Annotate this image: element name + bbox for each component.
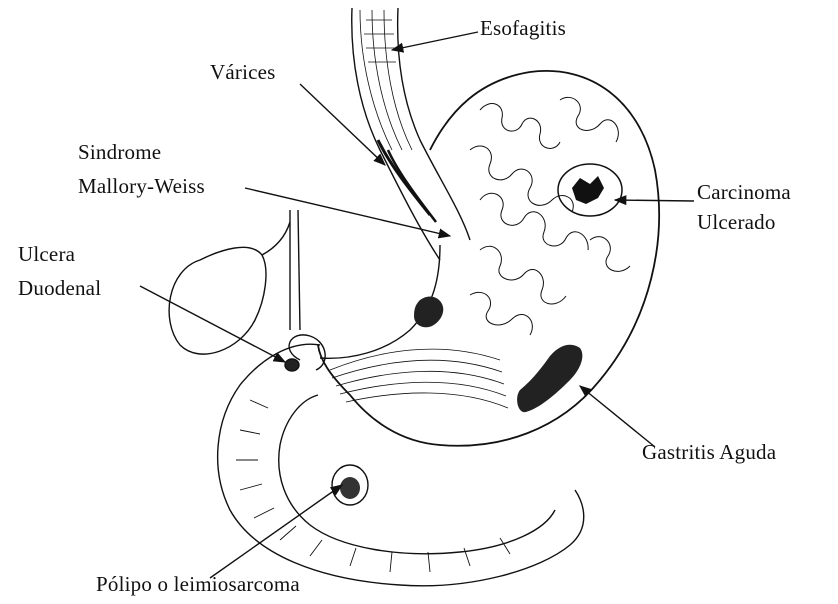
label-esofagitis: Esofagitis — [480, 14, 566, 42]
mallory-weiss-lesion — [414, 297, 443, 328]
label-ulcera-line1: Ulcera — [18, 240, 75, 268]
arrow-carcinoma — [615, 200, 694, 201]
label-carcinoma-line2: Ulcerado — [697, 208, 776, 236]
arrow-esofagitis — [392, 32, 478, 50]
stomach — [318, 71, 659, 446]
label-gastritis: Gastritis Aguda — [642, 438, 776, 466]
duodenal-ulcer-mark — [285, 359, 299, 371]
label-carcinoma-line1: Carcinoma — [697, 178, 791, 206]
arrow-mallory — [245, 188, 450, 236]
gallbladder — [169, 210, 300, 354]
gastritis-patch — [517, 345, 582, 412]
arrow-polipo — [210, 485, 342, 578]
carcinoma-lesion — [558, 164, 622, 216]
polyp — [332, 465, 368, 505]
label-mallory-line1: Sindrome — [78, 138, 161, 166]
label-polipo: Pólipo o leimiosarcoma — [96, 570, 300, 598]
arrow-varices — [300, 84, 385, 165]
label-mallory-line2: Mallory-Weiss — [78, 172, 205, 200]
label-varices: Várices — [210, 58, 276, 86]
label-ulcera-line2: Duodenal — [18, 274, 101, 302]
